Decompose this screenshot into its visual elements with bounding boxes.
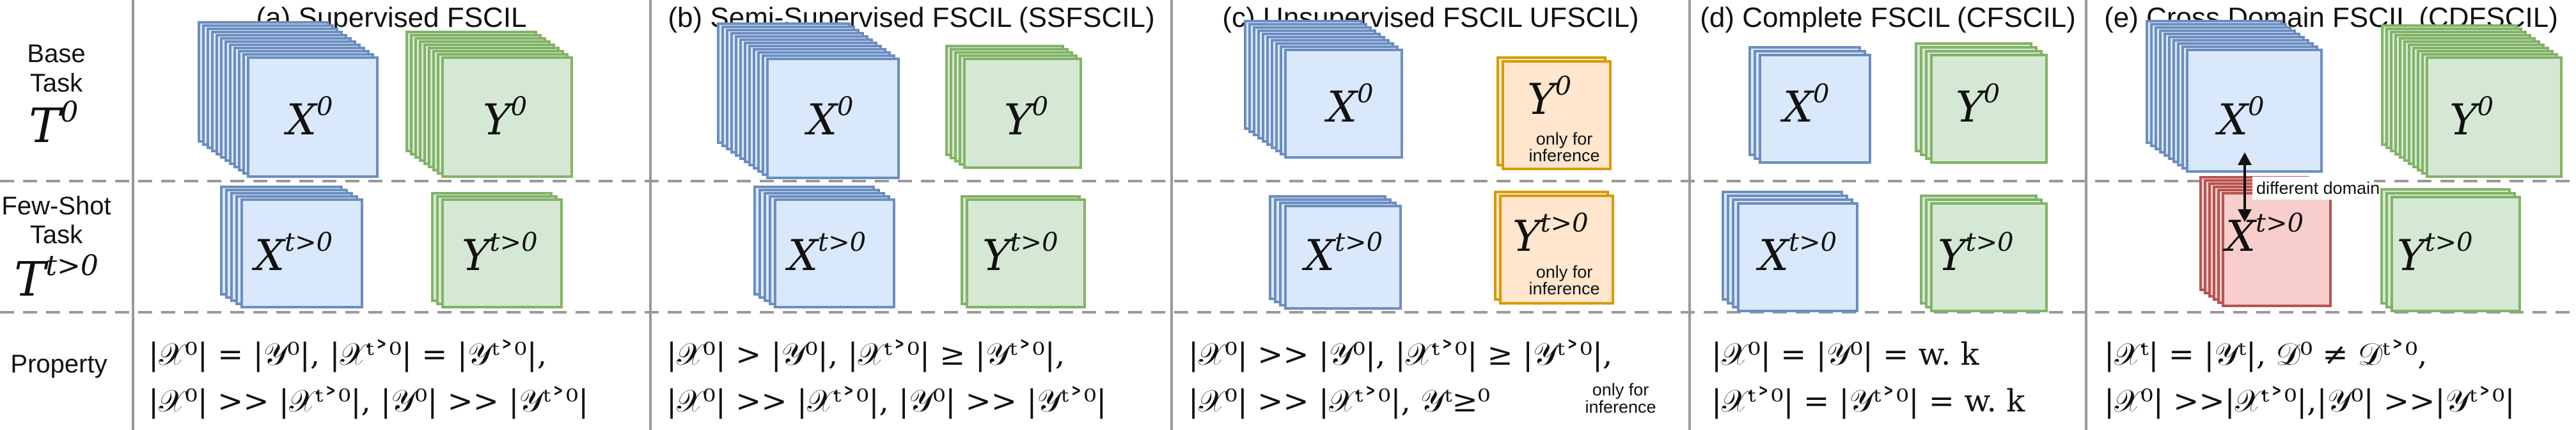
different-domain-arrow [2238,152,2252,222]
panel-dividers [132,0,2087,430]
property-text: |𝒳⁰| = |𝒴⁰|, |𝒳ᵗ˃⁰| = |𝒴ᵗ˃⁰|, |𝒳⁰| >> |𝒳… [148,337,2515,419]
property-c-line1: |𝒳⁰| >> |𝒴⁰|, |𝒳ᵗ˃⁰| ≥ |𝒴ᵗ˃⁰|, [1188,337,1612,372]
stack-a-base-x-layer [247,56,379,178]
row-label-base-line1: Base [27,40,85,68]
stack-a-few-y [431,192,563,308]
set-stacks [198,20,2563,312]
stack-c-few-y-layer [1499,195,1614,305]
row-label-base-line2: Task [30,69,83,97]
stack-a-few-x-layer [240,198,363,308]
stack-a-base-y [405,31,573,178]
label-d-base-y: Y0 [1956,79,2000,132]
stack-c-base-x-layer [1284,49,1403,159]
stack-d-few-x [1722,191,1858,312]
property-c-note-line2: inference [1585,397,1656,417]
stack-b-base-x-layer [766,58,900,179]
property-e-line1: |𝒳ᵗ| = |𝒴ᵗ|, 𝒟⁰ ≠ 𝒟ᵗ˃⁰, [2104,337,2427,372]
stack-b-few-y-layer [966,198,1086,308]
label-e-base-x: X0 [2215,92,2264,145]
property-a-line2: |𝒳⁰| >> |𝒳ᵗ˃⁰|, |𝒴⁰| >> |𝒴ᵗ˃⁰| [148,383,588,419]
label-e-few-y: Yt>0 [2397,228,2473,280]
label-b-base-y: Y0 [1004,92,1048,145]
stack-b-few-x-layer [774,198,895,308]
property-e-line2: |𝒳⁰| >>|𝒳ᵗ˃⁰|,|𝒴⁰| >>|𝒴ᵗ˃⁰| [2104,383,2515,419]
row-separators [0,180,2576,314]
label-b-few-y: Yt>0 [982,228,1058,280]
stack-d-few-y [1920,195,2048,312]
row-label-fewshot-line1: Few-Shot [1,192,111,220]
note-c-few-y-line2: inference [1528,279,1599,298]
stack-b-few-x [753,186,895,308]
label-a-few-y: Yt>0 [462,228,538,280]
stack-a-few-y-layer [441,198,563,308]
label-b-base-x: X0 [804,92,853,145]
label-d-few-y: Yt>0 [1938,228,2014,280]
property-d-line1: |𝒳⁰| = |𝒴⁰| = w. k [1711,337,1979,372]
stack-c-few-x [1269,195,1402,310]
label-c-few-y: Yt>0 [1512,209,1589,261]
label-e-base-y: Y0 [2449,92,2494,145]
stack-b-base-y-layer [963,58,1082,169]
stack-a-few-x [220,186,363,308]
panel-title-d: (d) Complete FSCIL (CFSCIL) [1700,2,2076,33]
stack-e-base-x-layer [2186,49,2323,173]
stack-c-base-y-layer [1502,60,1612,170]
property-c-note-line1: only for [1592,380,1649,399]
stack-c-base-x [1244,20,1403,159]
stack-e-few-y-layer [2391,196,2521,312]
label-e-few-x: Xt>0 [2222,209,2304,261]
label-d-few-x: Xt>0 [1755,228,1837,280]
stack-d-base-x-layer [1759,54,1871,164]
property-c-line2: |𝒳⁰| >> |𝒳ᵗ˃⁰|, 𝒴ᵗ≥⁰ [1188,383,1490,419]
property-d-line2: |𝒳ᵗ˃⁰| = |𝒴ᵗ˃⁰| = w. k [1711,383,2025,419]
stack-d-base-x [1748,46,1871,164]
different-domain-note: different domain [2256,179,2380,198]
stack-d-few-y-layer [1930,202,2048,312]
different-domain-note-bg [2252,177,2374,200]
note-c-base-y-line1: only for [1536,129,1593,148]
stack-c-base-y [1496,56,1612,170]
row-label-base-symbol: T0 [29,96,78,154]
stack-d-base-y [1915,42,2048,164]
label-a-base-x: X0 [283,92,333,145]
label-a-few-x: Xt>0 [251,228,333,280]
stack-e-base-x [2146,20,2323,173]
stack-c-few-y [1494,191,1614,305]
label-c-base-x: X0 [1324,79,1373,132]
property-b-line1: |𝒳⁰| > |𝒴⁰|, |𝒳ᵗ˃⁰| ≥ |𝒴ᵗ˃⁰|, [666,337,1065,372]
row-label-fewshot-line2: Task [30,221,83,249]
stack-a-base-x [198,21,379,178]
row-label-base: Base Task T0 [27,40,85,154]
row-label-fewshot: Few-Shot Task Tt>0 [1,192,111,307]
row-label-fewshot-symbol: Tt>0 [14,250,98,307]
property-a-line1: |𝒳⁰| = |𝒴⁰|, |𝒳ᵗ˃⁰| = |𝒴ᵗ˃⁰|, [148,337,547,372]
property-b-line2: |𝒳⁰| >> |𝒳ᵗ˃⁰|, |𝒴⁰| >> |𝒴ᵗ˃⁰| [666,383,1106,419]
note-c-base-y-line2: inference [1528,146,1599,165]
stack-e-few-y [2380,188,2521,312]
stack-e-few-x [2199,176,2332,307]
row-label-property: Property [10,350,107,378]
stack-b-base-y [945,45,1082,169]
stack-a-base-y-layer [441,56,573,178]
stack-e-base-y [2381,24,2563,178]
stack-b-few-y [961,195,1086,308]
label-b-few-x: Xt>0 [785,228,866,280]
label-c-few-x: Xt>0 [1301,228,1383,280]
stack-labels: X0 Y0 Xt>0 Yt>0 X0 Y0 Xt>0 Yt>0 X0 Y0 on… [251,72,2494,298]
stack-d-base-y-layer [1930,54,2048,164]
note-c-few-y-line1: only for [1536,262,1593,282]
stack-c-few-x-layer [1284,205,1402,310]
label-c-base-y: Y0 [1527,72,1571,124]
stack-e-base-y-layer [2426,56,2563,178]
label-a-base-y: Y0 [483,92,527,145]
stack-d-few-x-layer [1737,202,1858,312]
stack-b-base-x [717,22,900,179]
label-d-base-x: X0 [1780,79,1829,132]
